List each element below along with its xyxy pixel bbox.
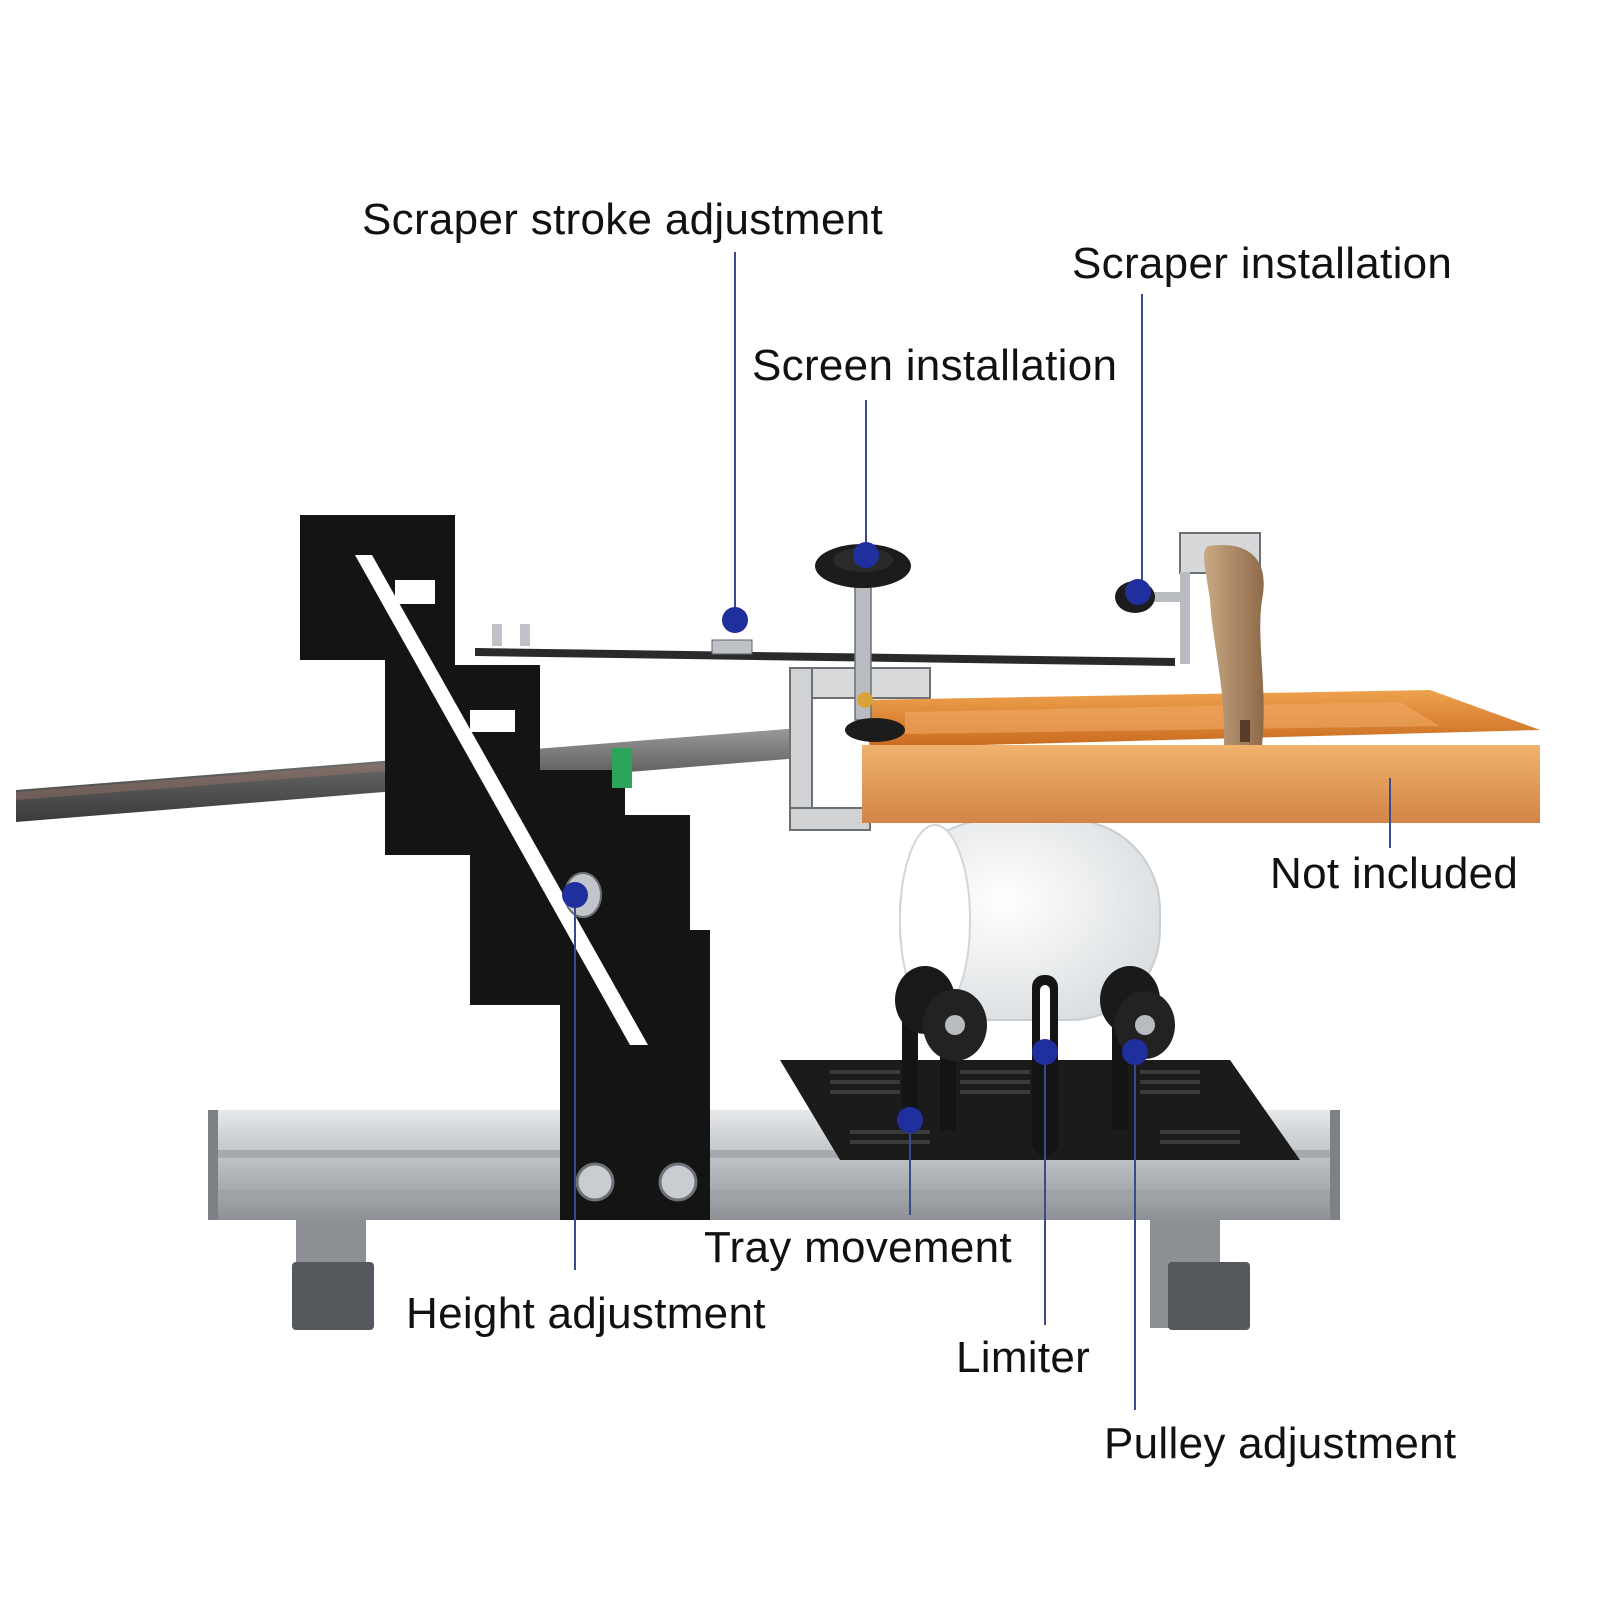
marker-dot-screen-installation: [853, 542, 879, 568]
label-pulley-adjustment: Pulley adjustment: [1104, 1419, 1457, 1468]
marker-dot-scraper-installation: [1125, 579, 1151, 605]
label-tray-movement: Tray movement: [704, 1223, 1012, 1272]
scraper-arm: [475, 624, 1175, 666]
marker-dot-scraper-stroke: [722, 607, 748, 633]
right-foot: [1150, 1218, 1250, 1330]
pulley-left: [895, 966, 987, 1130]
wooden-handle: [1204, 544, 1264, 745]
left-foot: [292, 1218, 374, 1330]
label-scraper-installation: Scraper installation: [1072, 239, 1453, 288]
bottle: [899, 819, 1161, 1021]
marker-dot-height-adjustment: [562, 882, 588, 908]
label-limiter: Limiter: [956, 1333, 1091, 1382]
marker-dot-pulley-adjustment: [1122, 1039, 1148, 1065]
label-height-adjustment: Height adjustment: [406, 1289, 766, 1338]
screen-frame: [862, 690, 1540, 823]
label-not-included: Not included: [1270, 849, 1519, 898]
label-screen-installation: Screen installation: [752, 341, 1118, 390]
label-scraper-stroke-adjustment: Scraper stroke adjustment: [362, 195, 884, 244]
marker-dot-limiter: [1032, 1039, 1058, 1065]
marker-dot-tray-movement: [897, 1107, 923, 1133]
